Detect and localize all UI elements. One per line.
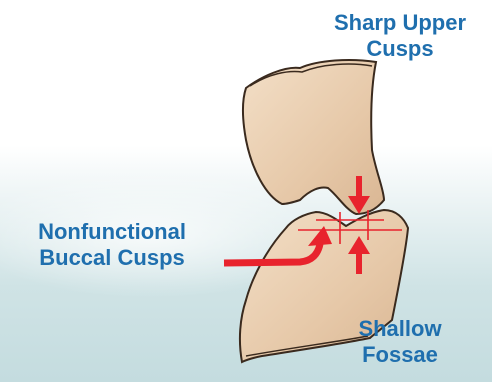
label-sharp-upper-line2: Cusps xyxy=(318,36,482,62)
label-sharp-upper-cusps: Sharp Upper Cusps xyxy=(318,10,482,62)
upper-tooth-body xyxy=(243,60,384,214)
label-nonfunctional-buccal-cusps: Nonfunctional Buccal Cusps xyxy=(12,219,212,271)
label-shallow-fossae: Shallow Fossae xyxy=(330,316,470,368)
label-fossae-line1: Shallow xyxy=(330,316,470,342)
label-fossae-line2: Fossae xyxy=(330,342,470,368)
label-buccal-line2: Buccal Cusps xyxy=(12,245,212,271)
label-sharp-upper-line1: Sharp Upper xyxy=(318,10,482,36)
upper-tooth xyxy=(243,60,384,214)
label-buccal-line1: Nonfunctional xyxy=(12,219,212,245)
